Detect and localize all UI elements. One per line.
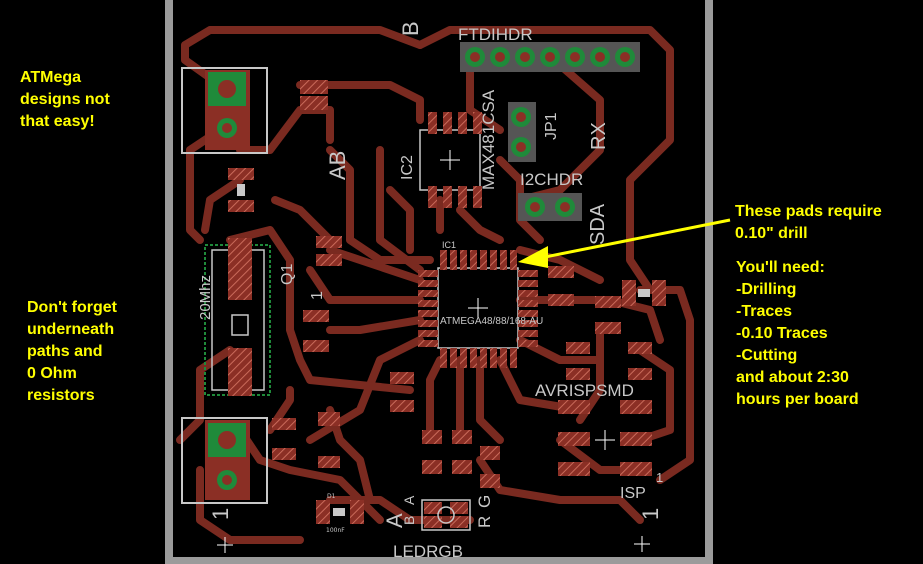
label-isp: ISP: [620, 485, 646, 502]
label-q1: Q1: [279, 264, 296, 285]
note-pads-drill: These pads require 0.10" drill: [735, 203, 882, 242]
label-i2c: I2CHDR: [520, 170, 583, 189]
label-ic1: IC1: [442, 240, 456, 250]
label-ic2: IC2: [399, 155, 416, 180]
label-one-right: 1: [638, 508, 663, 520]
label-a-big: A: [382, 513, 407, 528]
crystal-20mhz: [204, 238, 271, 396]
label-ftdi: FTDIHDR: [458, 25, 533, 44]
note-requirements: You'll need: -Drilling -Traces -0.10 Tra…: [736, 259, 859, 408]
power-jack-bottom: [181, 417, 268, 504]
power-jack-top: [181, 67, 268, 154]
rgb-led: [421, 499, 471, 531]
note-underneath-paths: Don't forget underneath paths and 0 Ohm …: [27, 299, 118, 404]
label-b-small: B: [401, 516, 417, 525]
label-100nf: 100nF: [326, 527, 345, 534]
label-avrisp: AVRISPSMD: [535, 381, 634, 400]
pointer-arrow: [518, 218, 731, 268]
label-jp1: JP1: [543, 112, 560, 140]
passive-components: [228, 80, 666, 524]
ftdi-header: [460, 42, 640, 72]
label-atmega: ATMEGA48/88/168-AU: [440, 316, 543, 327]
label-d1: D1: [327, 493, 336, 500]
label-isp-pin: 1: [656, 470, 663, 485]
label-b: B: [398, 21, 423, 36]
origin-markers: [217, 536, 650, 553]
label-g: G: [475, 495, 494, 508]
note-atmega: ATMega designs not that easy!: [20, 69, 110, 130]
label-a-small: A: [401, 495, 417, 505]
isp-pads: [558, 400, 652, 476]
i2c-header: [518, 193, 582, 221]
ic2-max481: [419, 112, 482, 208]
ic1-atmega: [418, 250, 538, 368]
label-r: R: [475, 516, 494, 528]
label-ab: AB: [325, 151, 350, 180]
label-crystal: 20Mhz: [197, 275, 214, 320]
label-sda: SDA: [587, 203, 609, 245]
label-ledrgb: LEDRGB: [393, 542, 463, 561]
jp1-header: [508, 102, 536, 162]
label-rx: RX: [588, 122, 610, 150]
label-one-left: 1: [208, 508, 233, 520]
label-max481: MAX481CSA: [479, 89, 498, 190]
copper-traces: [176, 26, 694, 544]
label-one-crystal: 1: [309, 291, 326, 300]
